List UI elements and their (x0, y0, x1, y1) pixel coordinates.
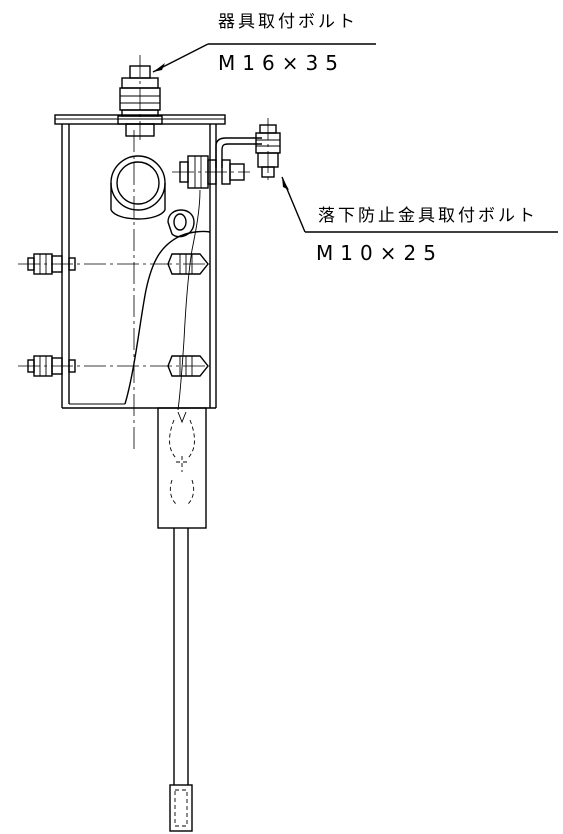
rod-end-cap (169, 784, 193, 832)
bracket-body (61, 124, 217, 409)
rod (173, 528, 189, 785)
callout-fixture-bolt-label: 器具取付ボルト (218, 12, 358, 32)
top-plate (54, 114, 226, 125)
gusset-nut-lower (167, 355, 209, 377)
callout-fall-prevention-bolt-spec: M10×25 (316, 241, 443, 265)
pipe-opening (110, 155, 166, 220)
fall-prevention-bracket (215, 118, 281, 182)
side-bolt-top (172, 155, 250, 189)
callout-fall-prevention-bolt-label: 落下防止金具取付ボルト (318, 206, 538, 226)
callout-fall-prevention-bolt: 落下防止金具取付ボルト M10×25 (281, 176, 558, 265)
left-bolt-lower (18, 355, 210, 377)
hook-link (167, 189, 201, 411)
callout-fixture-bolt-spec: M16×35 (218, 51, 345, 75)
callout-fixture-bolt-arrow (153, 63, 165, 72)
callout-fall-prevention-bolt-arrow (282, 177, 289, 190)
gusset-nut-upper (167, 253, 209, 275)
callout-fixture-bolt: 器具取付ボルト M16×35 (152, 12, 376, 75)
left-bolt-upper (18, 253, 210, 275)
fixture-bolt (117, 55, 163, 140)
lower-sleeve (157, 407, 207, 529)
